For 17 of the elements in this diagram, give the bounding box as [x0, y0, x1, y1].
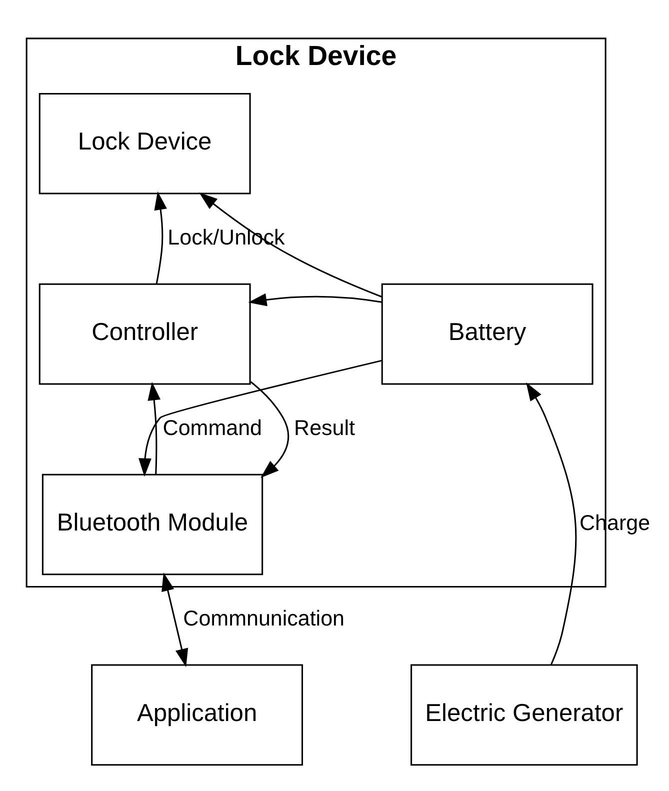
node-box: Bluetooth Module [42, 474, 264, 576]
edge-label: Commnunication [183, 606, 345, 630]
edge-label: Result [294, 416, 355, 440]
node-box: Battery [381, 283, 594, 385]
edge-label: Command [162, 416, 262, 440]
arrow [154, 191, 167, 284]
node-box: Application [91, 664, 304, 766]
arrow [248, 293, 382, 306]
arrow [199, 192, 382, 298]
arrow [138, 360, 382, 477]
node-box: Lock Device [38, 92, 251, 194]
arrow [250, 381, 290, 478]
arrow [148, 382, 160, 474]
arrow [162, 572, 188, 668]
node-box: Controller [38, 283, 251, 385]
arrow [526, 382, 577, 665]
node-box: Electric Generator [410, 664, 638, 766]
